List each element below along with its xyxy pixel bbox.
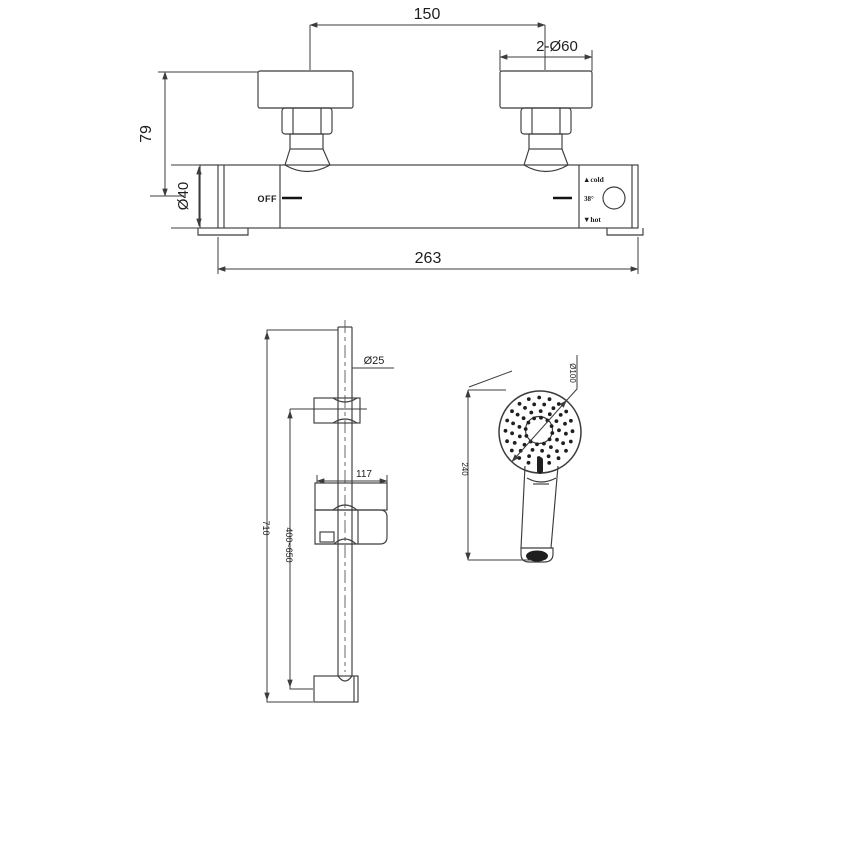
safety-button <box>602 186 626 210</box>
dimension-range-line <box>289 409 313 690</box>
dimension-710-text: 710 <box>261 520 271 535</box>
dimension-263-text: 263 <box>415 250 442 267</box>
dimension-d100-tail <box>566 355 578 401</box>
handle-left-edge <box>520 465 526 549</box>
right-skirt <box>523 148 569 173</box>
mode-switch <box>537 457 543 474</box>
off-label: OFF <box>258 194 278 204</box>
slider-holder-body <box>314 509 388 545</box>
left-collar <box>289 133 324 150</box>
right-foot <box>606 228 644 236</box>
slide-rail-view: Ø25 117 710 400~650 <box>261 320 394 703</box>
hand-shower-view: Ø100 240 <box>460 355 582 563</box>
dimension-150-text: 150 <box>414 6 441 23</box>
dimension-d40-text: Ø40 <box>175 182 192 210</box>
head-leader-line <box>468 370 513 388</box>
dimension-2d60-text: 2-Ø60 <box>536 38 578 55</box>
handle-end-cap <box>520 547 554 563</box>
right-escutcheon <box>499 70 593 109</box>
temp-38-label: 38° <box>584 195 594 203</box>
dimension-d25-text: Ø25 <box>364 355 385 367</box>
left-foot <box>197 228 249 236</box>
left-skirt <box>284 148 331 173</box>
right-collar <box>528 133 563 150</box>
hose-outlet <box>526 550 548 562</box>
left-escutcheon <box>257 70 354 109</box>
handle-right-edge <box>550 465 559 549</box>
slider-saddle-upper <box>332 504 358 511</box>
handle-neck-arc <box>526 477 557 483</box>
valve-front-view: OFF ▲cold 38° ▼hot 150 2-Ø60 79 Ø40 263 <box>138 6 644 274</box>
dimension-710-line <box>266 329 338 703</box>
top-bracket-saddle-upper <box>332 397 358 403</box>
top-bracket-saddle-lower <box>332 418 358 424</box>
bottom-wall-bracket <box>313 675 359 703</box>
rail-tube-bottom-cap <box>337 675 353 682</box>
dimension-117-text: 117 <box>356 469 372 480</box>
left-hex-nut <box>281 107 333 135</box>
dimension-d100-line <box>511 400 567 462</box>
slider-saddle-lower <box>333 538 357 545</box>
dimension-240-text: 240 <box>460 462 469 476</box>
dimension-79-text: 79 <box>138 125 155 143</box>
hot-label: ▼hot <box>583 215 601 224</box>
top-wall-bracket <box>313 397 361 424</box>
dimension-range-text: 400~650 <box>284 527 294 562</box>
right-hex-nut <box>520 107 572 135</box>
cold-label: ▲cold <box>583 175 605 184</box>
dimension-d100-text: Ø100 <box>568 363 577 383</box>
slider-release-tab <box>319 531 335 543</box>
